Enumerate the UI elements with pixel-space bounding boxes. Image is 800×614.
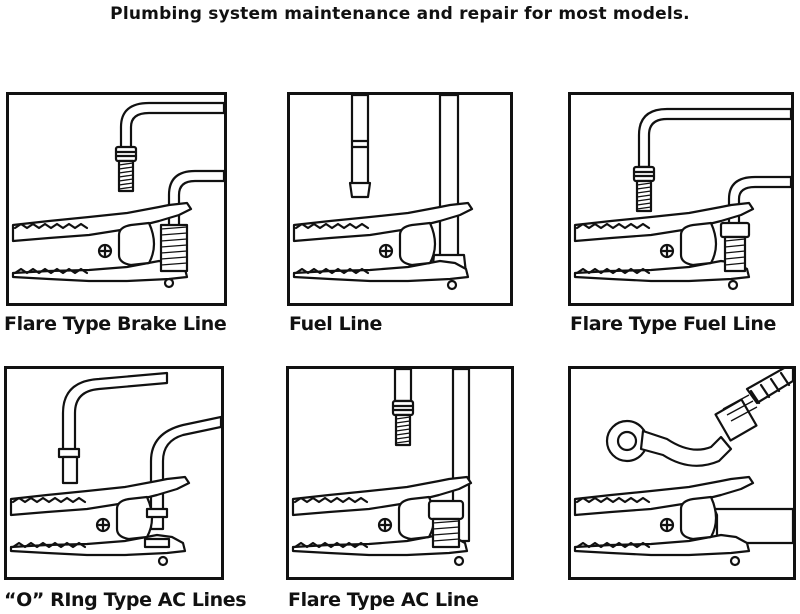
caption-o-ring-ac-lines: “O” RIng Type AC Lines <box>4 589 247 611</box>
panel-o-ring-ac-lines <box>4 366 224 580</box>
panel-flare-fuel-line <box>568 92 794 306</box>
flare-ac-line-illustration <box>291 369 473 567</box>
caption-fuel-line: Fuel Line <box>289 313 383 335</box>
banjo-fitting-illustration <box>573 369 793 567</box>
flare-fuel-line-illustration <box>573 107 791 291</box>
flare-brake-line-illustration <box>11 101 224 289</box>
caption-flare-fuel-line: Flare Type Fuel Line <box>570 313 776 335</box>
panel-banjo-fitting <box>568 366 796 580</box>
panel-fuel-line <box>287 92 513 306</box>
panel-flare-brake-line <box>6 92 227 306</box>
panel-flare-ac-line <box>286 366 514 580</box>
fuel-line-illustration <box>292 95 474 291</box>
o-ring-ac-lines-illustration <box>9 371 221 567</box>
caption-flare-ac-line: Flare Type AC Line <box>288 589 479 611</box>
caption-flare-brake-line: Flare Type Brake Line <box>4 313 227 335</box>
page-title: Plumbing system maintenance and repair f… <box>110 4 690 24</box>
